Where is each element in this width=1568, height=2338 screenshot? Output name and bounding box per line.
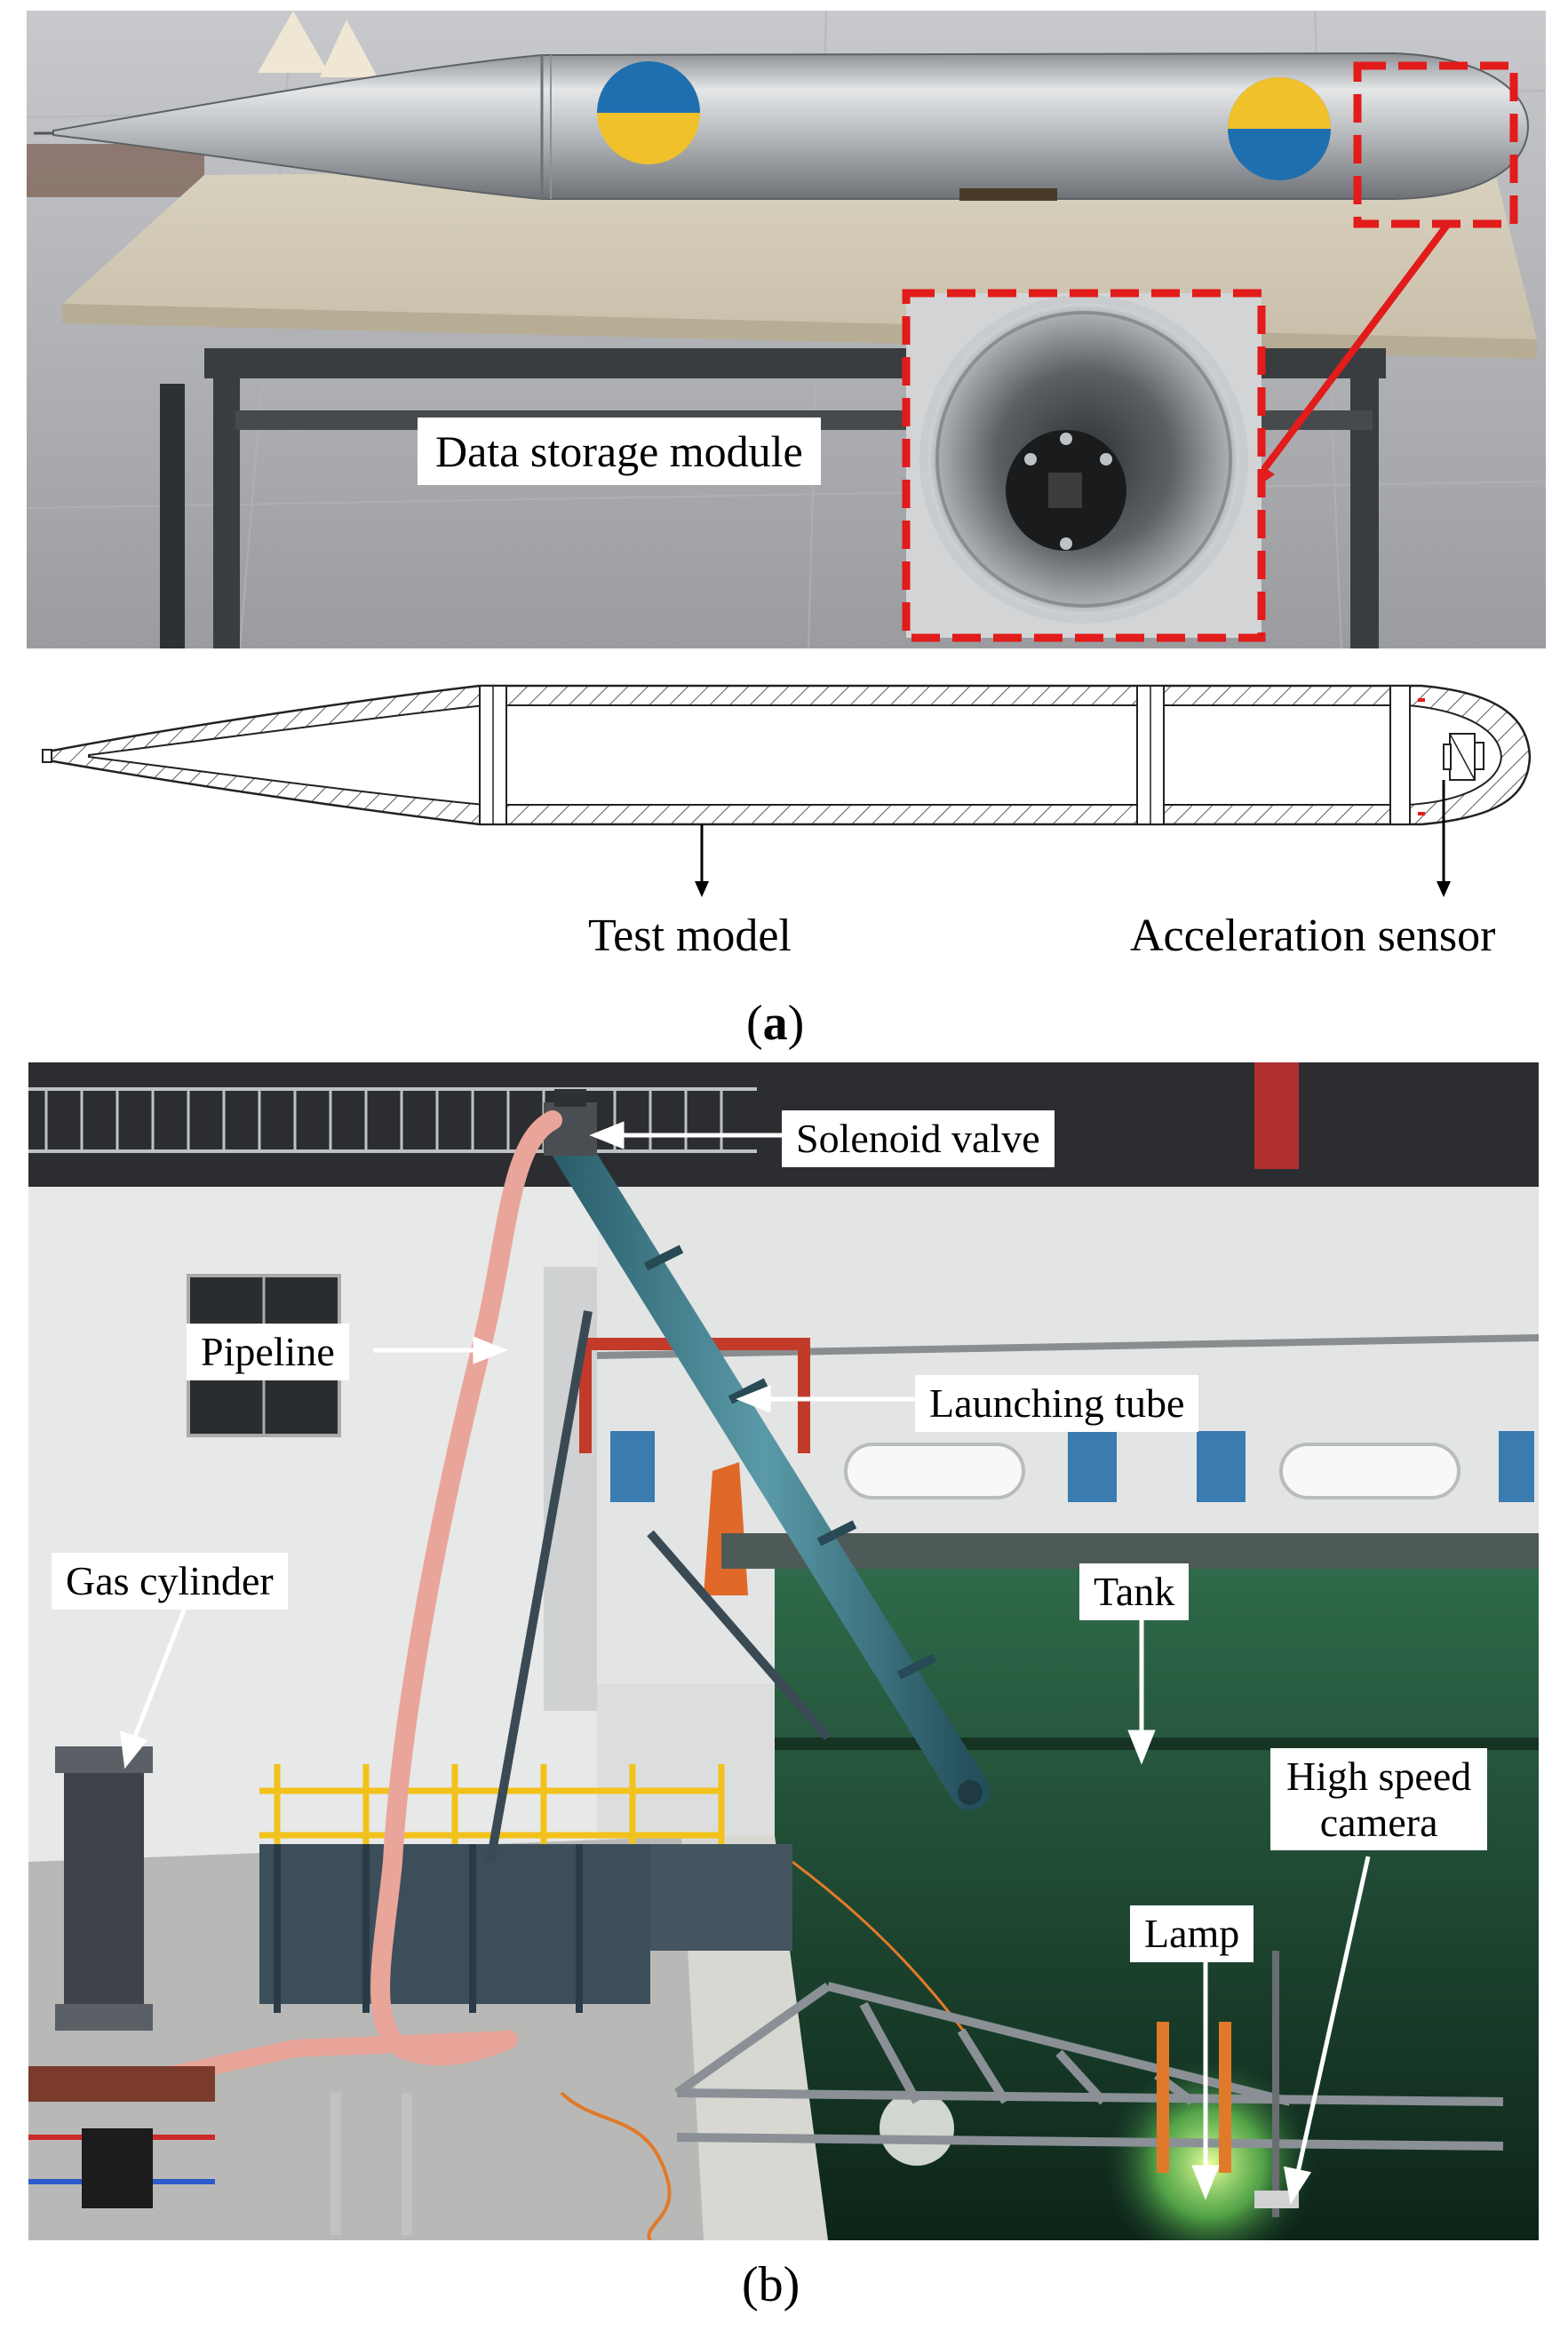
label-high-speed-camera: High speed camera <box>1270 1748 1488 1851</box>
label-high-speed-camera-line2: camera <box>1319 1799 1438 1845</box>
caption-a-open: ( <box>746 996 763 1051</box>
label-gas-cylinder: Gas cylinder <box>52 1553 288 1610</box>
label-test-model: Test model <box>588 911 792 961</box>
caption-b-letter: b <box>758 2257 784 2312</box>
label-acceleration-sensor: Acceleration sensor <box>1130 911 1496 961</box>
panel-a-diagram <box>36 675 1546 906</box>
label-solenoid-valve: Solenoid valve <box>782 1110 1055 1167</box>
label-launching-tube: Launching tube <box>915 1375 1199 1432</box>
label-tank: Tank <box>1079 1563 1190 1620</box>
torpedo-model-photo <box>26 10 1547 649</box>
model-cross-section-diagram <box>42 684 1532 897</box>
label-lamp: Lamp <box>1130 1905 1254 1962</box>
caption-a: (a) <box>746 995 804 1052</box>
label-pipeline: Pipeline <box>187 1324 349 1380</box>
caption-b: (b) <box>742 2256 800 2313</box>
panel-a-photo <box>26 10 1547 649</box>
caption-a-letter: a <box>762 996 788 1051</box>
panel-b-photo <box>28 1062 1540 2270</box>
caption-a-close: ) <box>787 996 805 1051</box>
caption-b-open: ( <box>742 2257 759 2312</box>
launch-test-setup-photo <box>28 1062 1540 2270</box>
label-high-speed-camera-line1: High speed <box>1286 1754 1472 1799</box>
caption-b-close: ) <box>783 2257 800 2312</box>
label-data-storage-module: Data storage module <box>418 418 821 485</box>
